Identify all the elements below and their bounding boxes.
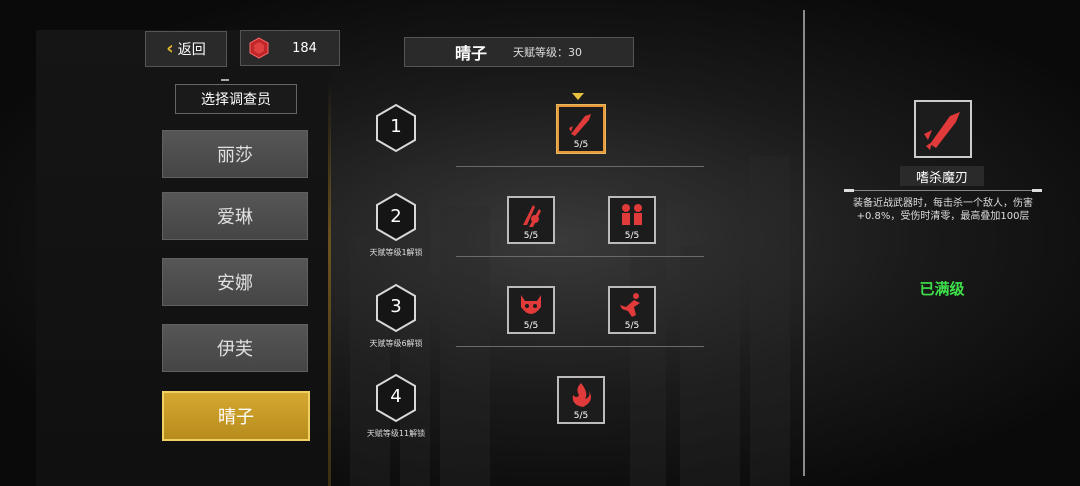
- maxed-status: 已满级: [919, 280, 965, 298]
- tier-1-number: 1: [390, 116, 402, 137]
- skill-crimson-flame[interactable]: 5/5: [557, 376, 605, 424]
- tier-divider: [456, 256, 704, 257]
- tier-4-hex: [376, 373, 416, 423]
- tier-divider: [456, 166, 704, 167]
- tier-2-hex: [376, 192, 416, 242]
- character-button-eve[interactable]: 伊芙: [162, 324, 308, 372]
- twin-figures-icon: [622, 204, 642, 225]
- tier-1-hex: [376, 103, 416, 153]
- claw-slash-icon: [523, 205, 541, 227]
- detail-skill-name: 嗜杀魔刃: [900, 166, 984, 186]
- tier-3-number: 3: [390, 296, 402, 317]
- skill-count: 5/5: [573, 411, 589, 421]
- character-button-ailin[interactable]: 爱琳: [162, 192, 308, 240]
- select-investigator-title: 选择调查员: [175, 79, 297, 114]
- character-button-anna[interactable]: 安娜: [162, 258, 308, 306]
- tier-2-number: 2: [390, 206, 402, 227]
- blade-icon: [924, 112, 960, 150]
- tier-divider: [456, 346, 704, 347]
- selected-indicator-arrow: [572, 93, 584, 100]
- flame-icon: [572, 383, 591, 407]
- detail-description: 装备近战武器时，每击杀一个敌人，伤害+0.8%，受伤时清零，最高叠加100层: [853, 198, 1033, 222]
- skill-kick-attack[interactable]: 5/5: [608, 286, 656, 334]
- skill-count: 5/5: [624, 321, 640, 331]
- skill-claw-strike[interactable]: 5/5: [507, 196, 555, 244]
- tier-3-unlock: 天赋等级6解锁: [369, 339, 423, 348]
- character-header: 晴子 天赋等级：30: [404, 37, 634, 67]
- fighter-kick-icon: [620, 293, 640, 317]
- skill-demon-head[interactable]: 5/5: [507, 286, 555, 334]
- city-silhouette: [330, 60, 800, 486]
- tier-4-number: 4: [390, 386, 402, 407]
- demon-head-icon: [521, 295, 541, 314]
- character-button-haruko[interactable]: 晴子: [162, 391, 310, 441]
- tier-4-unlock: 天赋等级11解锁: [366, 429, 426, 438]
- detail-divider: [844, 189, 1042, 192]
- detail-skill-icon: [914, 100, 972, 158]
- blade-icon: [569, 114, 591, 136]
- right-divider: [803, 10, 805, 476]
- skill-count: 5/5: [573, 140, 589, 150]
- talent-level: 天赋等级：30: [513, 46, 583, 59]
- left-divider: [328, 80, 331, 486]
- currency-display: 184: [240, 30, 340, 66]
- character-button-lisa[interactable]: 丽莎: [162, 130, 308, 178]
- red-gem-icon: [249, 37, 269, 59]
- skill-twin-figures[interactable]: 5/5: [608, 196, 656, 244]
- back-label: 返回: [177, 42, 206, 58]
- tier-3-hex: [376, 283, 416, 333]
- character-name: 晴子: [455, 44, 488, 63]
- skill-count: 5/5: [523, 231, 539, 241]
- currency-value: 184: [292, 40, 317, 56]
- skill-count: 5/5: [523, 321, 539, 331]
- chevron-left-icon: ‹: [166, 38, 174, 59]
- tier-2-unlock: 天赋等级1解锁: [369, 248, 423, 257]
- back-button[interactable]: ‹ 返回: [145, 31, 227, 67]
- skill-bloodthirsty-blade[interactable]: 5/5: [557, 105, 605, 153]
- skill-count: 5/5: [624, 231, 640, 241]
